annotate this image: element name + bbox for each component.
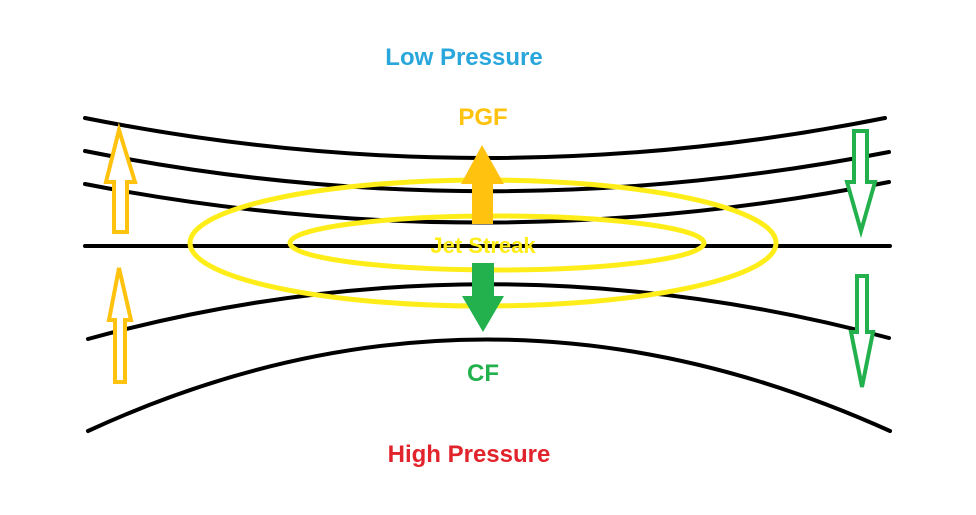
high-pressure-label: High Pressure <box>388 441 551 468</box>
entrance-arrow-lower <box>106 267 134 384</box>
jet-streak-label: Jet Streak <box>430 233 536 258</box>
entrance-arrows <box>103 122 138 384</box>
exit-arrows <box>844 129 878 388</box>
low-pressure-label: Low Pressure <box>385 44 542 71</box>
jet-streak-inner-ellipse <box>287 213 707 273</box>
isobar-lower-2 <box>86 337 892 433</box>
exit-arrow-upper <box>844 129 878 239</box>
pgf-arrow <box>461 145 504 224</box>
exit-arrow-lower <box>848 274 876 388</box>
entrance-arrow-upper <box>103 122 138 234</box>
pgf-label: PGF <box>458 104 507 131</box>
cf-label: CF <box>467 360 499 387</box>
cf-arrow <box>462 263 504 332</box>
